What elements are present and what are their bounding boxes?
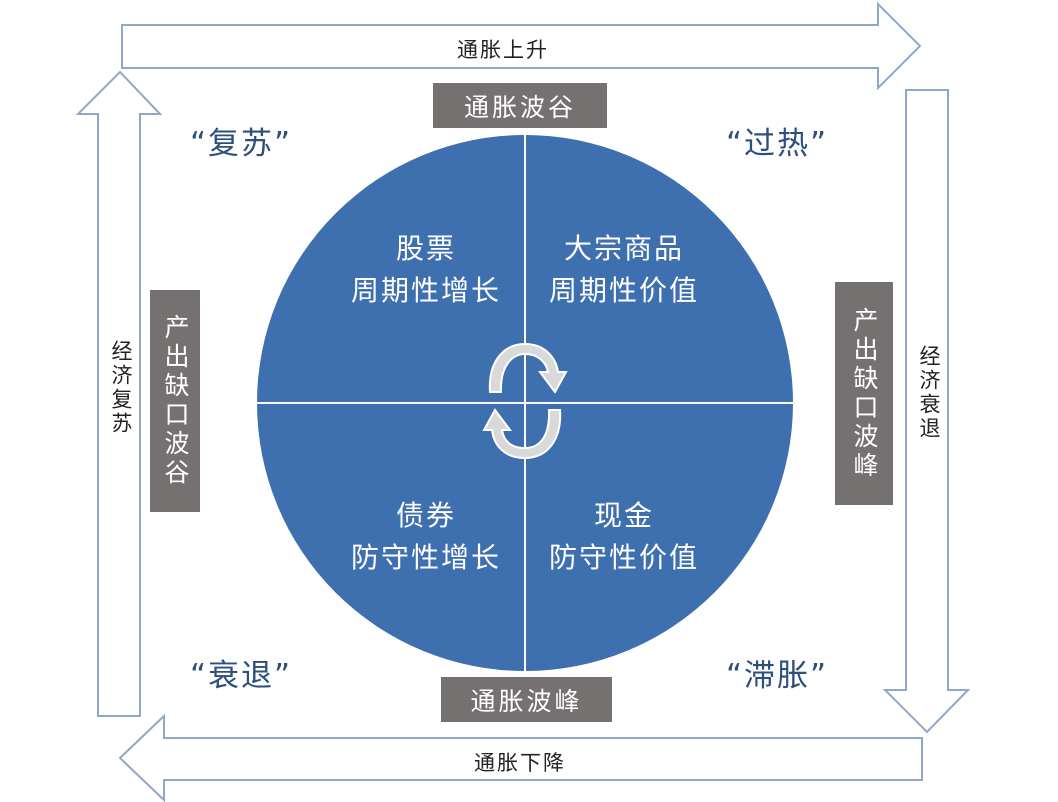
asset-label: 债券 xyxy=(395,499,456,532)
asset-label: 现金 xyxy=(593,499,654,532)
quadrant-commodities: 大宗商品 周期性价值 xyxy=(514,228,734,312)
quadrant-cash: 现金 防守性价值 xyxy=(514,495,734,579)
phase-recession: “衰退” xyxy=(190,658,293,694)
inflation-falling-arrow xyxy=(118,713,923,802)
inflation-rising-label: 通胀上升 xyxy=(457,38,549,62)
inflation-peak-box: 通胀波峰 xyxy=(441,677,612,722)
inflation-trough-box: 通胀波谷 xyxy=(433,83,607,128)
phase-recovery: “复苏” xyxy=(190,126,293,162)
quadrant-bonds: 债券 防守性增长 xyxy=(316,495,536,579)
phase-overheat: “过热” xyxy=(726,126,829,162)
asset-style: 周期性增长 xyxy=(350,274,501,307)
asset-label: 股票 xyxy=(395,232,456,265)
economic-recovery-label: 经济复苏 xyxy=(109,340,133,436)
quadrant-stocks: 股票 周期性增长 xyxy=(316,228,536,312)
inflation-falling-label: 通胀下降 xyxy=(474,751,566,775)
asset-style: 防守性增长 xyxy=(350,541,501,574)
economic-recession-arrow xyxy=(882,89,971,734)
cycle-arrows-icon xyxy=(482,342,568,460)
phase-stagflation: “滞胀” xyxy=(726,658,829,694)
output-gap-peak-box: 产出缺口波峰 xyxy=(835,282,893,505)
economic-recession-label: 经济衰退 xyxy=(917,345,941,441)
output-gap-trough-box: 产出缺口波谷 xyxy=(150,290,200,512)
asset-label: 大宗商品 xyxy=(563,232,684,265)
economic-recovery-arrow xyxy=(75,70,163,717)
asset-style: 周期性价值 xyxy=(548,274,699,307)
asset-style: 防守性价值 xyxy=(548,541,699,574)
inflation-rising-arrow xyxy=(121,1,922,91)
